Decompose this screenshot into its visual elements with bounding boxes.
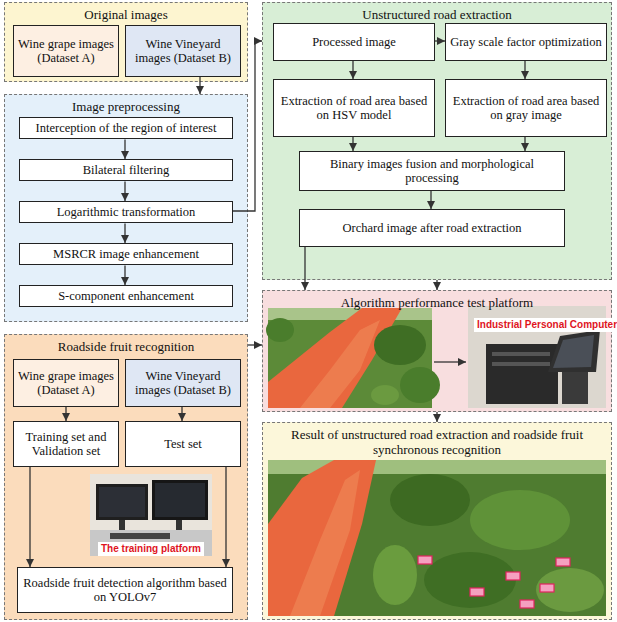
connector-arrow bbox=[352, 61, 353, 79]
connector-arrow bbox=[304, 247, 305, 290]
group-panel: Image preprocessingInterception of the r… bbox=[4, 94, 248, 322]
panel-title: Image preprocessing bbox=[5, 95, 247, 114]
box-label: Bilateral filtering bbox=[83, 163, 169, 177]
box-label: Roadside fruit detection algorithm based… bbox=[22, 576, 228, 605]
box-label: Wine Vineyard images (Dataset B) bbox=[130, 37, 236, 66]
connector-arrow bbox=[124, 265, 125, 285]
box-label: Wine Vineyard images (Dataset B) bbox=[130, 369, 236, 398]
training-platform-photo bbox=[90, 474, 212, 556]
photo-label: The training platform bbox=[98, 542, 204, 556]
box-label: Extraction of road area based on gray im… bbox=[450, 94, 602, 123]
box-label: Gray scale factor optimization bbox=[450, 35, 602, 49]
connector-arrow bbox=[29, 467, 30, 567]
connector-arrow bbox=[524, 137, 525, 151]
process-box: Extraction of road area based on HSV mod… bbox=[273, 79, 435, 137]
box-label: Extraction of road area based on HSV mod… bbox=[278, 94, 430, 123]
process-box: Processed image bbox=[273, 23, 435, 61]
connector-arrow bbox=[199, 77, 200, 94]
process-box: Bilateral filtering bbox=[19, 159, 233, 181]
connector-arrow bbox=[225, 467, 226, 567]
connector-arrow bbox=[524, 61, 525, 79]
process-box: Roadside fruit detection algorithm based… bbox=[17, 567, 233, 613]
photo-label: Industrial Personal Computer bbox=[474, 318, 617, 332]
box-label: Interception of the region of interest bbox=[36, 121, 217, 135]
connector-arrow bbox=[248, 344, 262, 345]
box-label: Orchard image after road extraction bbox=[342, 221, 521, 235]
panel-title: Unstructured road extraction bbox=[263, 3, 611, 22]
process-box: Extraction of road area based on gray im… bbox=[445, 79, 607, 137]
process-box: Logarithmic transformation bbox=[19, 201, 233, 223]
box-label: Wine grape images (Dataset A) bbox=[18, 37, 114, 66]
panel-title: Result of unstructured road extraction a… bbox=[263, 423, 611, 457]
panel-title: Algorithm performance test platform bbox=[263, 291, 611, 310]
panel-title: Original images bbox=[5, 3, 247, 22]
connector-arrow bbox=[124, 223, 125, 243]
process-box: S-component enhancement bbox=[19, 285, 233, 307]
road-photo bbox=[266, 308, 440, 408]
process-box: Wine grape images (Dataset A) bbox=[13, 25, 119, 77]
box-label: Processed image bbox=[312, 35, 396, 49]
connector-arrow bbox=[430, 191, 431, 209]
box-label: Logarithmic transformation bbox=[57, 205, 196, 219]
connector-arrow bbox=[436, 280, 437, 290]
box-label: S-component enhancement bbox=[58, 289, 194, 303]
connector-arrow bbox=[435, 40, 445, 41]
connector-arrow bbox=[352, 137, 353, 151]
process-box: Training set and Validation set bbox=[13, 421, 119, 467]
box-label: MSRCR image enhancement bbox=[53, 247, 199, 261]
box-label: Training set and Validation set bbox=[18, 430, 114, 459]
photo-arrow bbox=[434, 361, 466, 362]
box-label: Test set bbox=[164, 437, 202, 451]
connector-arrow bbox=[124, 139, 125, 159]
connector-arrow bbox=[233, 41, 262, 211]
result-photo bbox=[268, 460, 606, 616]
process-box: Wine Vineyard images (Dataset B) bbox=[125, 25, 241, 77]
process-box: Orchard image after road extraction bbox=[299, 209, 565, 247]
panel-title: Roadside fruit recognition bbox=[5, 335, 247, 354]
process-box: Test set bbox=[125, 421, 241, 467]
connector-arrow bbox=[124, 181, 125, 201]
connector-arrow bbox=[436, 412, 437, 422]
process-box: Wine grape images (Dataset A) bbox=[13, 359, 119, 407]
box-label: Wine grape images (Dataset A) bbox=[18, 369, 114, 398]
group-panel: Unstructured road extractionProcessed im… bbox=[262, 2, 612, 280]
box-label: Binary images fusion and morphological p… bbox=[304, 157, 560, 186]
process-box: Interception of the region of interest bbox=[19, 117, 233, 139]
process-box: MSRCR image enhancement bbox=[19, 243, 233, 265]
process-box: Wine Vineyard images (Dataset B) bbox=[125, 359, 241, 407]
group-panel: Original imagesWine grape images (Datase… bbox=[4, 2, 248, 82]
connector-arrow bbox=[65, 407, 66, 421]
connector-arrow bbox=[181, 407, 182, 421]
process-box: Binary images fusion and morphological p… bbox=[299, 151, 565, 191]
process-box: Gray scale factor optimization bbox=[445, 23, 607, 61]
